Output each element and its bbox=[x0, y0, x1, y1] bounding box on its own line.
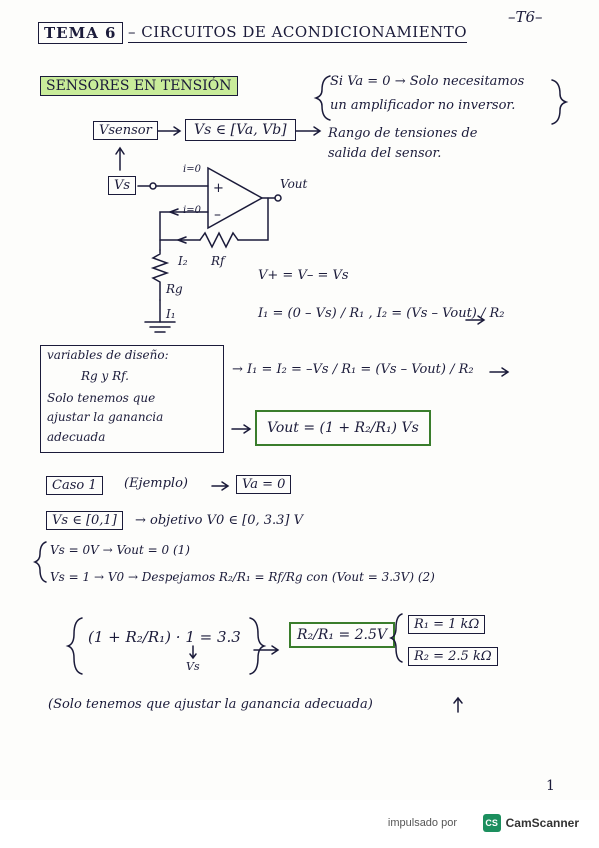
caso1-vs-range: Vs ∈ [0,1] bbox=[46, 511, 123, 530]
range-note-2: salida del sensor. bbox=[328, 146, 442, 161]
camscanner-logo-icon: CS bbox=[482, 814, 501, 832]
caso1-vs-under: Vs bbox=[186, 660, 200, 673]
caso1-r1: R₁ = 1 kΩ bbox=[408, 615, 486, 634]
arrow-icon bbox=[295, 126, 322, 136]
camscanner-badge: CS CamScanner bbox=[482, 812, 579, 834]
design-vars-line-4: ajustar la ganancia bbox=[47, 410, 164, 424]
vs-source-label: Vs bbox=[108, 176, 137, 195]
rg-label: Rg bbox=[166, 282, 183, 296]
resistor-rg bbox=[150, 249, 170, 301]
caso1-case-b: Vs = 1 → V0 → Despejamos R₂/R₁ = Rf/Rg c… bbox=[50, 570, 435, 584]
design-vars-line-2: Rg y Rf. bbox=[81, 369, 129, 383]
vout-label: Vout bbox=[280, 177, 308, 191]
caso1-r2: R₂ = 2.5 kΩ bbox=[408, 647, 498, 666]
i1-label: I₁ bbox=[166, 307, 176, 321]
scanner-footer: impulsado por CS CamScanner bbox=[0, 800, 599, 848]
circuit-schematic: + – bbox=[32, 75, 569, 713]
eq-currents: I₁ = (0 – Vs) / R₁ , I₂ = (Vs – Vout) / … bbox=[258, 306, 505, 321]
note-line-1: Si Va = 0 → Solo necesitamos bbox=[330, 74, 525, 89]
notebook-page: TEMA 6 – CIRCUITOS DE ACONDICIONAMIENTO … bbox=[32, 8, 569, 794]
design-vars-box: variables de diseño: Rg y Rf. Solo tenem… bbox=[40, 345, 224, 453]
topic-tag: –T6– bbox=[508, 8, 543, 26]
range-note-1: Rango de tensiones de bbox=[328, 126, 478, 141]
camscanner-brand: CamScanner bbox=[505, 816, 579, 830]
page-number: 1 bbox=[546, 778, 555, 794]
design-vars-line-5: adecuada bbox=[47, 430, 106, 444]
page-title: – CIRCUITOS DE ACONDICIONAMIENTO bbox=[128, 23, 468, 43]
eq-vout-result: Vout = (1 + R₂/R₁) Vs bbox=[255, 410, 431, 446]
vs-range: Vs ∈ [Va, Vb] bbox=[185, 119, 296, 141]
i-minus-label: i=0 bbox=[183, 205, 201, 216]
rf-label: Rf bbox=[211, 254, 225, 268]
op-amp-symbol bbox=[207, 166, 264, 230]
vsensor-label: Vsensor bbox=[93, 121, 158, 140]
svg-text:+: + bbox=[213, 181, 224, 196]
eq-vplus: V+ = V– = Vs bbox=[258, 268, 349, 283]
svg-text:–: – bbox=[214, 207, 221, 223]
caso1-gain-eq: (1 + R₂/R₁) · 1 = 3.3 bbox=[88, 628, 241, 646]
caso1-example: (Ejemplo) bbox=[124, 476, 188, 491]
arrow-up-icon bbox=[115, 146, 125, 171]
caso1-label: Caso 1 bbox=[46, 476, 103, 495]
design-vars-line-3: Solo tenemos que bbox=[47, 391, 156, 405]
caso1-case-a: Vs = 0V → Vout = 0 (1) bbox=[50, 543, 190, 557]
arrow-icon bbox=[157, 126, 182, 136]
i-plus-label: i=0 bbox=[183, 164, 201, 175]
caso1-conclusion: (Solo tenemos que ajustar la ganancia ad… bbox=[48, 697, 373, 712]
ground-icon bbox=[144, 321, 176, 333]
i2-label: I₂ bbox=[178, 254, 188, 268]
tema-label: TEMA 6 bbox=[38, 22, 123, 44]
powered-by-text: impulsado por bbox=[387, 817, 457, 829]
note-line-2: un amplificador no inversor. bbox=[330, 98, 516, 113]
caso1-va-zero: Va = 0 bbox=[236, 475, 292, 494]
design-vars-line-1: variables de diseño: bbox=[47, 348, 169, 362]
caso1-objective: → objetivo V0 ∈ [0, 3.3] V bbox=[135, 513, 304, 528]
eq-equal: → I₁ = I₂ = –Vs / R₁ = (Vs – Vout) / R₂ bbox=[232, 362, 474, 377]
resistor-rf bbox=[199, 231, 239, 249]
section-title: SENSORES EN TENSIÓN bbox=[40, 76, 238, 96]
